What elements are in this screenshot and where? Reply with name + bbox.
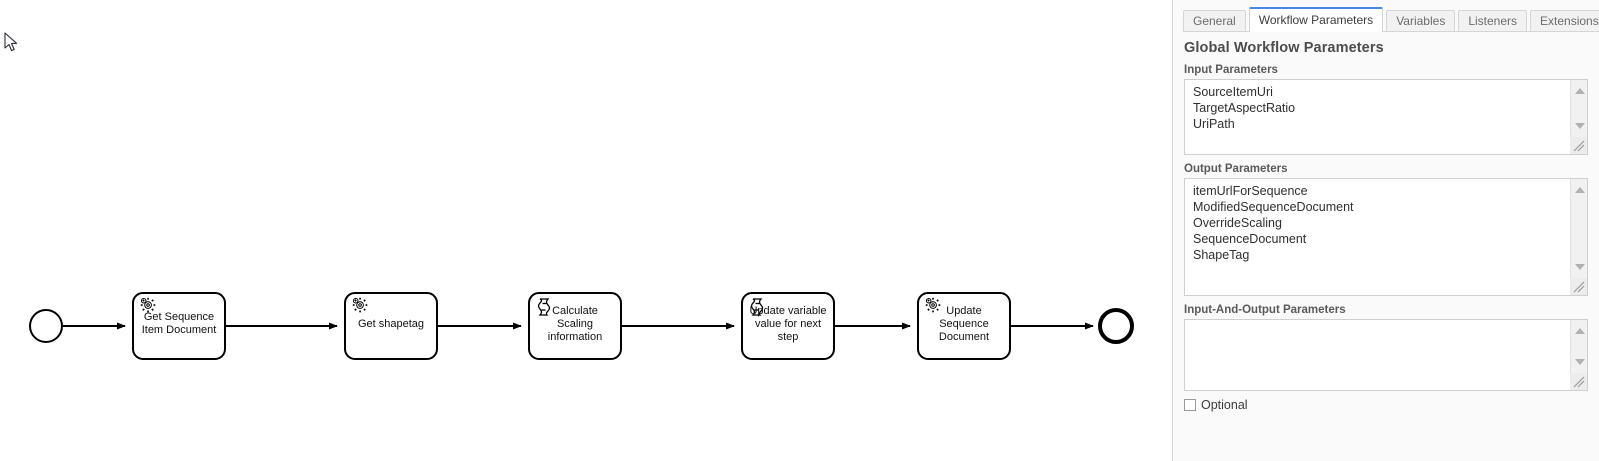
tab-general[interactable]: General	[1183, 10, 1246, 31]
input-and-output-parameters-items	[1185, 320, 1570, 390]
output-parameters-label: Output Parameters	[1184, 163, 1288, 175]
resize-grip-icon	[1573, 140, 1585, 152]
script-icon	[750, 298, 764, 316]
gear-icon	[925, 297, 941, 313]
list-item[interactable]: SequenceDocument	[1193, 232, 1307, 246]
scroll-up-icon[interactable]	[1571, 322, 1587, 339]
optional-label[interactable]: Optional	[1201, 398, 1248, 412]
output-parameters-items: itemUrlForSequence ModifiedSequenceDocum…	[1185, 179, 1570, 295]
input-and-output-parameters-scrollbar[interactable]	[1570, 320, 1587, 390]
panel-top-strip	[1173, 0, 1599, 7]
resize-grip-icon	[1573, 281, 1585, 293]
gear-icon	[352, 297, 368, 313]
input-and-output-parameters-label: Input-And-Output Parameters	[1184, 304, 1346, 316]
list-item[interactable]: itemUrlForSequence	[1193, 184, 1308, 198]
resize-grip-icon	[1573, 376, 1585, 388]
workflow-parameters-pane: Global Workflow Parameters Input Paramet…	[1173, 32, 1599, 461]
input-parameters-resize-handle[interactable]	[1570, 137, 1587, 154]
panel-tab-bar: General Workflow Parameters Variables Li…	[1183, 7, 1599, 32]
input-parameters-list[interactable]: SourceItemUri TargetAspectRatio UriPath	[1184, 79, 1588, 155]
bpmn-diagram-canvas[interactable]: Get Sequence Item Document Get shapetag …	[0, 0, 1172, 461]
list-item[interactable]: OverrideScaling	[1193, 216, 1282, 230]
input-and-output-parameters-resize-handle[interactable]	[1570, 373, 1587, 390]
output-parameters-resize-handle[interactable]	[1570, 278, 1587, 295]
tab-variables[interactable]: Variables	[1386, 10, 1456, 31]
input-parameters-items: SourceItemUri TargetAspectRatio UriPath	[1185, 80, 1570, 154]
properties-panel: General Workflow Parameters Variables Li…	[1172, 0, 1599, 461]
output-parameters-list[interactable]: itemUrlForSequence ModifiedSequenceDocum…	[1184, 178, 1588, 296]
scroll-up-icon[interactable]	[1571, 181, 1587, 198]
input-and-output-parameters-list[interactable]	[1184, 319, 1588, 391]
gear-icon	[140, 297, 156, 313]
tab-extensions[interactable]: Extensions	[1530, 10, 1599, 31]
tab-workflow-parameters[interactable]: Workflow Parameters	[1248, 7, 1384, 32]
script-icon	[537, 298, 551, 316]
list-item[interactable]: TargetAspectRatio	[1193, 101, 1296, 115]
bpmn-shapes	[29, 292, 1134, 360]
list-item[interactable]: UriPath	[1193, 117, 1235, 131]
mouse-cursor	[4, 32, 18, 52]
input-parameters-scrollbar[interactable]	[1570, 80, 1587, 154]
scroll-down-icon[interactable]	[1571, 258, 1587, 275]
list-item[interactable]: SourceItemUri	[1193, 85, 1273, 99]
scroll-up-icon[interactable]	[1571, 82, 1587, 99]
list-item[interactable]: ShapeTag	[1193, 248, 1250, 262]
optional-row: Optional	[1184, 398, 1588, 412]
scroll-down-icon[interactable]	[1571, 353, 1587, 370]
input-parameters-label: Input Parameters	[1184, 64, 1278, 76]
output-parameters-scrollbar[interactable]	[1570, 179, 1587, 295]
page-title: Global Workflow Parameters	[1184, 40, 1384, 56]
list-item[interactable]: ModifiedSequenceDocument	[1193, 200, 1354, 214]
scroll-down-icon[interactable]	[1571, 117, 1587, 134]
tab-listeners[interactable]: Listeners	[1458, 10, 1528, 31]
optional-checkbox[interactable]	[1184, 399, 1196, 411]
